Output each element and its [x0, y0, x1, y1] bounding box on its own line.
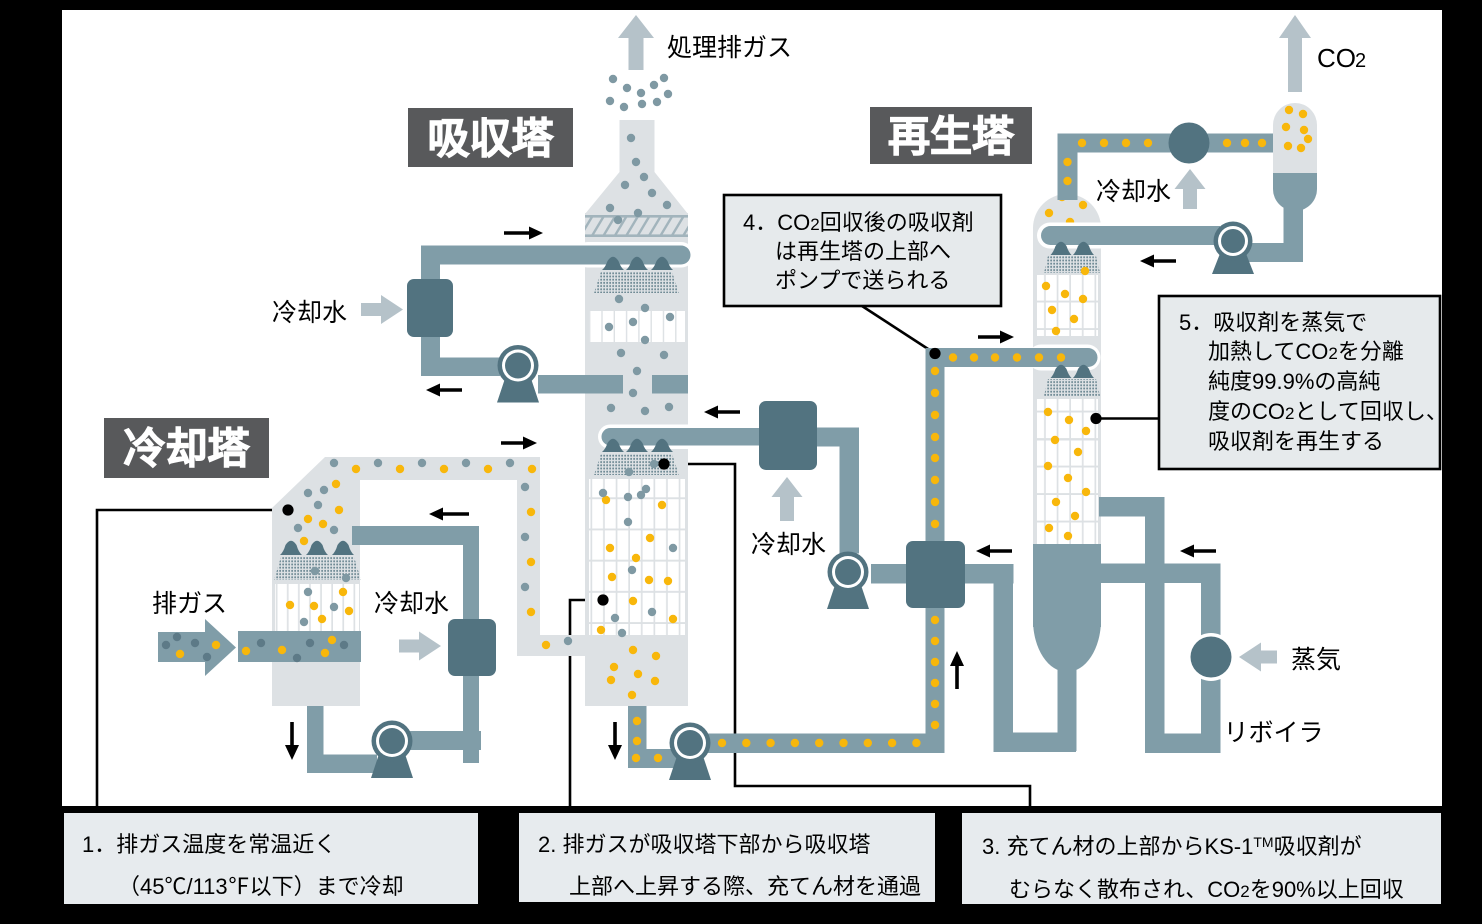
svg-text:吸収塔: 吸収塔: [427, 115, 554, 162]
svg-text:冷却水: 冷却水: [1096, 178, 1171, 206]
svg-text:冷却水: 冷却水: [751, 531, 826, 559]
svg-text:は再生塔の上部へ: は再生塔の上部へ: [775, 239, 951, 264]
svg-text:リボイラ: リボイラ: [1223, 719, 1323, 747]
svg-text:CO: CO: [1317, 43, 1356, 73]
svg-text:1．排ガス温度を常温近く: 1．排ガス温度を常温近く: [82, 832, 336, 857]
svg-text:（45℃/113℉以下）まで冷却: （45℃/113℉以下）まで冷却: [118, 874, 404, 899]
svg-text:度のCO2として回収し、: 度のCO2として回収し、: [1208, 399, 1448, 424]
svg-text:加熱してCO2を分離: 加熱してCO2を分離: [1208, 339, 1404, 364]
svg-text:冷却水: 冷却水: [272, 299, 347, 327]
svg-text:ポンプで送られる: ポンプで送られる: [775, 268, 950, 293]
svg-text:冷却水: 冷却水: [374, 590, 449, 618]
svg-text:排ガス: 排ガス: [152, 590, 227, 618]
svg-text:純度99.9%の高純: 純度99.9%の高純: [1208, 369, 1380, 394]
svg-text:2. 排ガスが吸収塔下部から吸収塔: 2. 排ガスが吸収塔下部から吸収塔: [538, 832, 870, 857]
svg-text:再生塔: 再生塔: [888, 113, 1015, 160]
svg-text:4．CO2回収後の吸収剤: 4．CO2回収後の吸収剤: [743, 210, 974, 235]
svg-text:3. 充てん材の上部からKS-1TM吸収剤が: 3. 充てん材の上部からKS-1TM吸収剤が: [982, 834, 1362, 859]
svg-text:2: 2: [1355, 50, 1366, 72]
svg-text:むらなく散布され、CO2を90%以上回収: むらなく散布され、CO2を90%以上回収: [1009, 877, 1404, 902]
svg-text:吸収剤を再生する: 吸収剤を再生する: [1208, 429, 1384, 454]
svg-text:蒸気: 蒸気: [1291, 646, 1341, 674]
svg-text:上部へ上昇する際、充てん材を通過: 上部へ上昇する際、充てん材を通過: [569, 874, 921, 899]
svg-text:処理排ガス: 処理排ガス: [667, 34, 792, 62]
svg-text:5．吸収剤を蒸気で: 5．吸収剤を蒸気で: [1179, 310, 1367, 335]
svg-text:冷却塔: 冷却塔: [123, 425, 250, 472]
